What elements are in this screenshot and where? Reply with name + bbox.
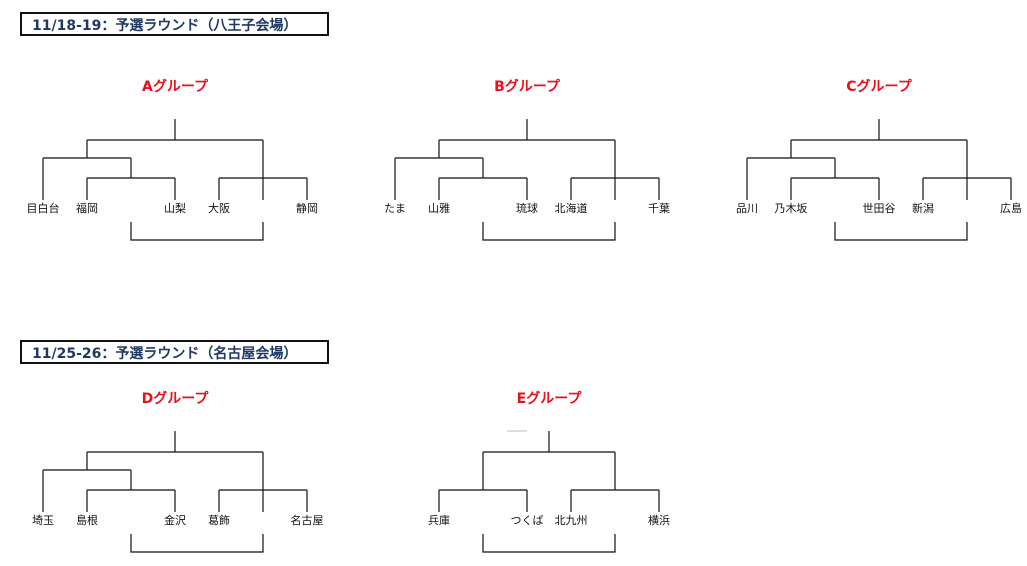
group-title-d: Dグループ [141, 391, 209, 407]
team-b-4: 北海道 [554, 202, 588, 215]
team-c-3: 世田谷 [862, 202, 896, 215]
team-a-1: 目白台 [26, 202, 60, 215]
team-a-3: 山梨 [164, 202, 186, 215]
team-e-3: 北九州 [554, 514, 588, 527]
team-b-2: 山雅 [428, 202, 450, 215]
team-a-2: 福岡 [76, 202, 98, 215]
team-c-2: 乃木坂 [774, 202, 808, 215]
bracket-group-e [438, 430, 660, 553]
team-e-1: 兵庫 [428, 514, 450, 527]
team-d-3: 金沢 [164, 514, 186, 527]
team-d-1: 埼玉 [32, 514, 54, 527]
team-d-2: 島根 [76, 514, 98, 527]
group-title-e: Eグループ [516, 391, 582, 407]
team-e-2: つくば [510, 514, 544, 527]
team-c-5: 広島 [1000, 202, 1022, 215]
round-label-1: 11/18-19：予選ラウンド（八王子会場） [20, 12, 329, 36]
team-b-1: たま [384, 202, 406, 215]
group-title-a: Aグループ [142, 79, 208, 95]
team-d-4: 葛飾 [208, 514, 230, 527]
team-c-1: 品川 [736, 202, 758, 215]
team-a-4: 大阪 [208, 202, 230, 215]
team-b-3: 琉球 [516, 202, 538, 215]
bracket-group-d [42, 431, 308, 553]
team-b-5: 千葉 [648, 202, 670, 215]
team-d-5: 名古屋 [290, 514, 324, 527]
group-title-c: Cグループ [846, 79, 912, 95]
group-title-b: Bグループ [494, 79, 560, 95]
bracket-group-c [746, 119, 1012, 241]
bracket-group-a [42, 119, 308, 241]
bracket-group-b [394, 119, 660, 241]
team-e-4: 横浜 [648, 514, 670, 527]
round-label-2: 11/25-26：予選ラウンド（名古屋会場） [20, 340, 329, 364]
team-c-4: 新潟 [912, 202, 934, 215]
team-a-5: 静岡 [296, 202, 318, 215]
